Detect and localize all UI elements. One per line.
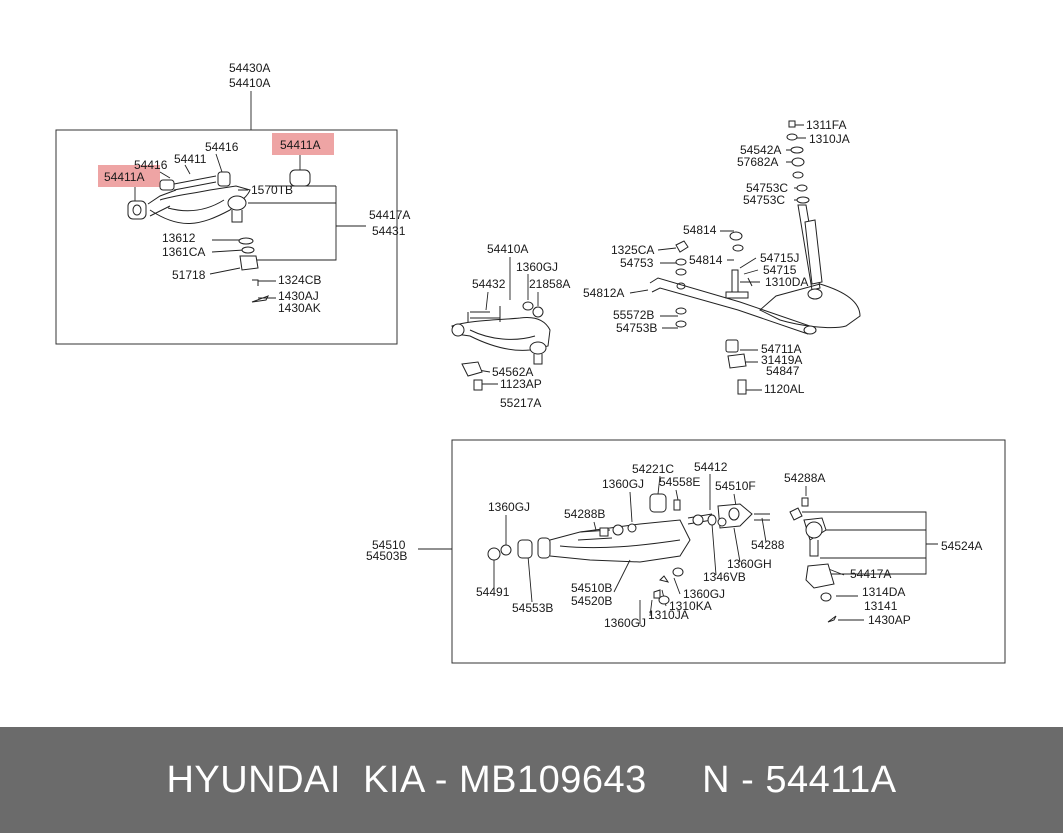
label-54715J[interactable]: 54715J <box>760 251 799 265</box>
highlight-54411A-left <box>98 165 160 187</box>
lower-arm-drawing <box>487 493 837 623</box>
footer-part-reference: HYUNDAI KIA - MB109643 N - 54411A <box>166 759 896 802</box>
label-1346VB[interactable]: 1346VB <box>703 570 746 584</box>
label-54410A-mid[interactable]: 54410A <box>487 242 528 256</box>
label-54520B[interactable]: 54520B <box>571 594 612 608</box>
label-1310DA[interactable]: 1310DA <box>765 275 808 289</box>
label-1570TB[interactable]: 1570TB <box>251 183 293 197</box>
label-54491[interactable]: 54491 <box>476 585 510 599</box>
label-1360GJ-a[interactable]: 1360GJ <box>488 500 530 514</box>
shock-absorber-drawing <box>786 120 823 300</box>
label-1310JA-lower[interactable]: 1310JA <box>648 608 689 622</box>
footer-part-number: MB109643 <box>459 758 647 801</box>
leader-lines-lower <box>493 474 938 624</box>
leader-lines-upper <box>134 153 366 299</box>
label-54753B[interactable]: 54753B <box>616 321 657 335</box>
footer-gap <box>647 759 702 801</box>
label-1310KA[interactable]: 1310KA <box>669 599 712 613</box>
label-54562A[interactable]: 54562A <box>492 365 533 379</box>
label-54812A[interactable]: 54812A <box>583 286 624 300</box>
label-54510F[interactable]: 54510F <box>715 479 756 493</box>
label-1360GJ-c[interactable]: 1360GJ <box>683 587 725 601</box>
label-54542A[interactable]: 54542A <box>740 143 781 157</box>
label-54510[interactable]: 54510 <box>372 538 406 552</box>
label-54753C-b[interactable]: 54753C <box>743 193 785 207</box>
label-1123AP[interactable]: 1123AP <box>500 377 542 391</box>
footer-ref-number: 54411A <box>765 758 897 801</box>
label-1360GJ-d[interactable]: 1360GJ <box>604 616 646 630</box>
label-21858A[interactable]: 21858A <box>529 277 570 291</box>
label-1314DA[interactable]: 1314DA <box>862 585 905 599</box>
lower-arm-frame <box>451 439 1006 664</box>
label-54411A-right[interactable]: 54411A <box>280 138 320 152</box>
label-1310JA-top[interactable]: 1310JA <box>809 132 850 146</box>
label-51718[interactable]: 51718 <box>172 268 206 282</box>
footer-prefix: N <box>702 758 731 801</box>
label-1360GJ-b[interactable]: 1360GJ <box>602 477 644 491</box>
label-54416-right[interactable]: 54416 <box>205 140 239 154</box>
label-1311FA[interactable]: 1311FA <box>806 118 846 132</box>
label-54510B[interactable]: 54510B <box>571 581 612 595</box>
label-54412[interactable]: 54412 <box>694 460 728 474</box>
bushing-54411A-right <box>289 169 311 187</box>
label-54753[interactable]: 54753 <box>620 256 654 270</box>
label-55572B[interactable]: 55572B <box>613 308 654 322</box>
lower-arm-group: 54510 54503B 1360GJ 54288B 54221C 1360GJ… <box>366 439 1006 664</box>
label-54847[interactable]: 54847 <box>766 364 800 378</box>
stabilizer-bar-drawing <box>649 231 861 395</box>
label-54711A[interactable]: 54711A <box>761 342 801 356</box>
label-54411[interactable]: 54411 <box>174 152 207 166</box>
label-13612[interactable]: 13612 <box>162 231 196 245</box>
label-54814-a[interactable]: 54814 <box>683 223 717 237</box>
footer-separator-1: - <box>423 758 460 801</box>
upper-arm-group: 54430A 54410A 54416 54411 54416 54411A 5… <box>55 61 410 345</box>
label-54288A[interactable]: 54288A <box>784 471 825 485</box>
middle-arm-drawing <box>451 301 551 391</box>
label-54288[interactable]: 54288 <box>751 538 785 552</box>
label-54753C-a[interactable]: 54753C <box>746 181 788 195</box>
leader-lines-mid <box>477 257 539 385</box>
highlight-54411A-right <box>272 133 334 155</box>
upper-arm-frame <box>55 129 398 345</box>
label-54416-left[interactable]: 54416 <box>134 158 168 172</box>
label-54553B[interactable]: 54553B <box>512 601 553 615</box>
label-54417A-upper[interactable]: 54417A <box>369 208 410 222</box>
bushing-54411A-left <box>127 200 147 220</box>
label-54411A-left[interactable]: 54411A <box>104 170 144 184</box>
label-1325CA[interactable]: 1325CA <box>611 243 654 257</box>
upper-control-arm-drawing <box>127 169 311 303</box>
label-1360GJ-mid[interactable]: 1360GJ <box>516 260 558 274</box>
label-1430AP[interactable]: 1430AP <box>868 613 911 627</box>
label-55217A[interactable]: 55217A <box>500 396 541 410</box>
label-13141[interactable]: 13141 <box>864 599 898 613</box>
label-31419A[interactable]: 31419A <box>761 353 802 367</box>
label-1360GH[interactable]: 1360GH <box>727 557 772 571</box>
label-54715[interactable]: 54715 <box>763 263 797 277</box>
middle-arm-group: 54410A 1360GJ 54432 21858A 54562A 1123AP… <box>451 242 570 410</box>
parts-diagram: 54430A 54410A 54416 54411 54416 54411A 5… <box>55 61 1006 664</box>
footer-brand: HYUNDAI KIA <box>166 758 424 801</box>
label-1361CA[interactable]: 1361CA <box>162 245 205 259</box>
label-54431[interactable]: 54431 <box>372 224 406 238</box>
label-54288B[interactable]: 54288B <box>564 507 605 521</box>
footer-bar: HYUNDAI KIA - MB109643 N - 54411A <box>0 727 1063 833</box>
label-1120AL[interactable]: 1120AL <box>764 382 805 396</box>
stabilizer-group: 1311FA 1310JA 54542A 57682A 54753C 54753… <box>583 118 861 396</box>
label-54221C[interactable]: 54221C <box>632 462 674 476</box>
label-54814-b[interactable]: 54814 <box>689 253 723 267</box>
footer-separator-2: - <box>730 758 766 801</box>
label-57682A[interactable]: 57682A <box>737 155 778 169</box>
label-1430AJ[interactable]: 1430AJ <box>278 289 319 303</box>
label-1324CB[interactable]: 1324CB <box>278 273 321 287</box>
label-1430AK[interactable]: 1430AK <box>278 301 321 315</box>
label-54558E[interactable]: 54558E <box>659 475 700 489</box>
label-54503B[interactable]: 54503B <box>366 549 407 563</box>
label-54430A[interactable]: 54430A <box>229 61 270 75</box>
label-54410A-top[interactable]: 54410A <box>229 76 270 90</box>
label-54524A[interactable]: 54524A <box>941 539 982 553</box>
label-54432[interactable]: 54432 <box>472 277 506 291</box>
